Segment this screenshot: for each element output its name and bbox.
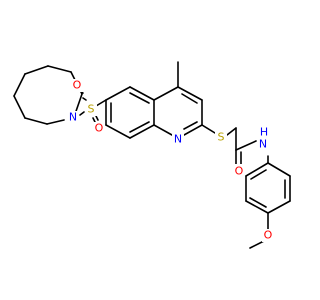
- bond: [24, 65, 49, 75]
- bond: [183, 121, 198, 130]
- bond: [226, 127, 237, 136]
- bond: [105, 86, 131, 101]
- thioether-sulfur-label: S: [218, 131, 225, 144]
- quinoline-benzo-ring: [105, 86, 155, 139]
- bond: [46, 119, 65, 125]
- sulfonyl-sulfur-label: S: [88, 103, 95, 116]
- bond: [82, 97, 87, 101]
- bond: [201, 124, 216, 134]
- sulfonyl-oxygen-top-label: O: [73, 79, 82, 92]
- bond: [250, 169, 267, 180]
- bond: [245, 200, 269, 214]
- bond: [24, 117, 48, 125]
- sulfonyl-oxygen-bottom-label: O: [95, 122, 104, 135]
- bond: [13, 95, 26, 119]
- amide-nitrogen-label: N: [259, 138, 267, 151]
- methoxy-oxygen-label: O: [264, 229, 273, 242]
- linker-chain: [201, 124, 269, 165]
- quinoline-pyridine-ring: [153, 61, 203, 136]
- atom-labels: N S O O N S O N H O: [67, 79, 274, 242]
- bond: [47, 65, 72, 73]
- bond: [249, 197, 267, 208]
- bond: [129, 121, 150, 133]
- bond: [129, 86, 155, 101]
- molecule-structure: N S O O N S O N H O: [13, 61, 291, 249]
- azepane-nitrogen-label: N: [69, 111, 77, 124]
- bond: [95, 99, 107, 107]
- bond: [105, 124, 131, 139]
- bond: [13, 73, 26, 97]
- bond: [129, 124, 155, 139]
- bond: [245, 162, 269, 177]
- bond: [177, 86, 203, 101]
- bond: [181, 93, 198, 104]
- bond: [95, 115, 99, 121]
- quinoline-nitrogen-label: N: [174, 133, 182, 146]
- bond: [183, 124, 203, 136]
- bond: [267, 200, 291, 214]
- methoxy-methyl-bond: [249, 240, 265, 249]
- bond: [129, 92, 150, 104]
- bond: [79, 111, 85, 116]
- bond: [153, 86, 179, 101]
- amide-hydrogen-label: H: [260, 126, 268, 139]
- carbonyl-oxygen-label: O: [235, 165, 244, 178]
- bond: [267, 162, 291, 177]
- bond: [153, 124, 173, 136]
- methoxyphenyl-ring: [245, 162, 291, 249]
- bond: [235, 140, 257, 151]
- bond: [92, 117, 96, 123]
